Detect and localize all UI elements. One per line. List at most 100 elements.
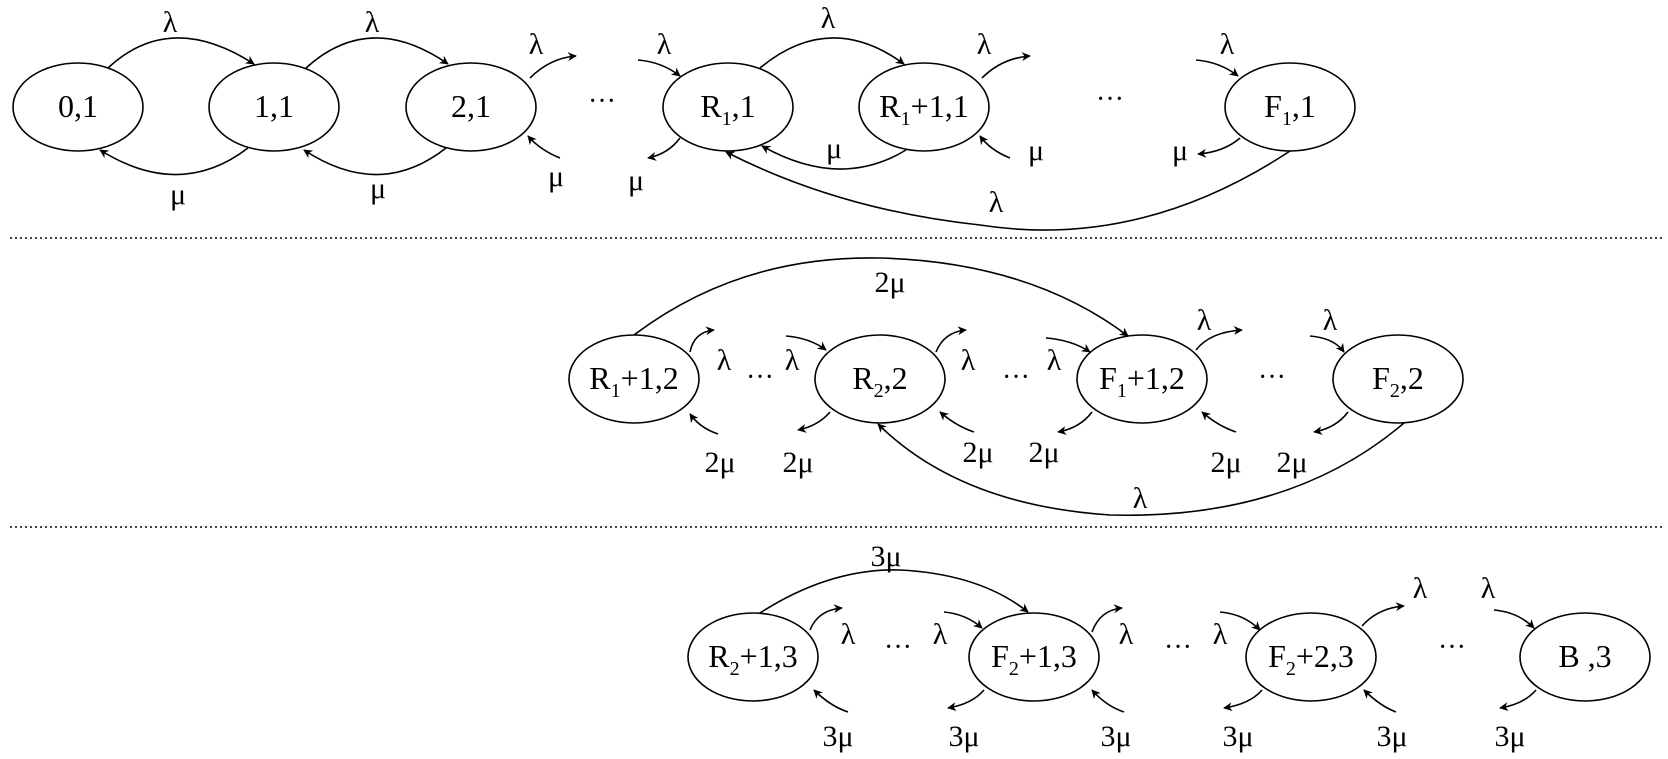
- transition-2-1-to-1-1: [303, 147, 447, 176]
- transition-r2-plus-1-3-to-f2-plus-1-3: [759, 569, 1029, 614]
- stub-in-f2-plus-1-3-lambda: [943, 611, 983, 629]
- rate-label: λ: [821, 2, 836, 35]
- stub-out-f2-plus-2-3-lambda: [1361, 602, 1405, 627]
- rate-label: 2μ: [962, 436, 993, 469]
- rate-label: λ: [365, 6, 380, 39]
- rate-label: μ: [548, 160, 564, 193]
- rate-label: 3μ: [948, 720, 979, 753]
- stub-in-r1-lambda: [637, 59, 681, 77]
- state-label: F1,1: [1264, 88, 1316, 130]
- stub-in-r2-2-mu: [939, 411, 975, 433]
- state-node-0-1[interactable]: 0,1: [12, 62, 144, 152]
- state-node-f2-plus-2-3[interactable]: F2+2,3: [1245, 612, 1377, 702]
- state-node-f2-2[interactable]: F2,2: [1332, 334, 1464, 424]
- state-node-f1-1[interactable]: F1,1: [1224, 62, 1356, 152]
- rate-label: 3μ: [1100, 720, 1131, 753]
- transition-r1-plus-1-2-to-f1-plus-1-2: [633, 257, 1129, 337]
- state-label: 0,1: [58, 88, 98, 124]
- rate-label: μ: [370, 172, 386, 205]
- stub-in-f2-plus-2-3-lambda: [1219, 611, 1261, 631]
- stub-out-2-1-lambda: [529, 52, 577, 79]
- stub-out-b-3-mu: [1499, 689, 1537, 712]
- transition-r1-plus-1-to-r1: [761, 145, 907, 170]
- rate-label: μ: [1028, 134, 1044, 167]
- stub-out-f1-mu: [1197, 137, 1241, 158]
- transition-r1-to-r1-plus-1: [759, 37, 905, 69]
- stub-out-r1-plus-1-2-lambda: [689, 326, 715, 353]
- state-node-f1-plus-1-2[interactable]: F1+1,2: [1076, 334, 1208, 424]
- state-label: R2+1,3: [708, 638, 797, 680]
- rate-label: 2μ: [874, 266, 905, 299]
- rate-label: μ: [628, 164, 644, 197]
- row-2: R1+1,2 R2,2 F1+1,2 F2,2: [568, 257, 1464, 517]
- stub-in-f2-plus-2-3-mu: [1363, 689, 1397, 713]
- rate-label: μ: [1172, 134, 1188, 167]
- rate-label: λ: [977, 28, 992, 61]
- state-label: F2,2: [1372, 360, 1424, 402]
- rate-label: 3μ: [1222, 720, 1253, 753]
- rate-label: 2μ: [704, 446, 735, 479]
- stub-out-r2-2-lambda: [935, 326, 967, 353]
- state-label: R1,1: [700, 88, 755, 130]
- state-node-b-3[interactable]: B ,3: [1519, 612, 1651, 702]
- state-node-1-1[interactable]: 1,1: [208, 62, 340, 152]
- rate-label: 3μ: [1376, 720, 1407, 753]
- state-node-2-1[interactable]: 2,1: [405, 62, 537, 152]
- state-node-r1-plus-1-1[interactable]: R1+1,1: [858, 62, 990, 152]
- state-node-r2-2[interactable]: R2,2: [814, 334, 946, 424]
- state-node-r1-1[interactable]: R1,1: [662, 62, 794, 152]
- stub-out-r2-2-mu: [797, 411, 831, 433]
- rate-label: λ: [989, 186, 1004, 219]
- stub-out-f1-plus-1-2-lambda: [1195, 326, 1243, 351]
- rate-label: λ: [1119, 618, 1134, 651]
- rate-label: λ: [961, 344, 976, 377]
- state-label: F2+2,3: [1268, 638, 1354, 680]
- rate-label: 2μ: [1028, 436, 1059, 469]
- state-label: R1+1,2: [589, 360, 678, 402]
- ellipsis: ···: [1002, 362, 1030, 393]
- stub-in-f2-2-lambda: [1309, 335, 1345, 353]
- rate-label: λ: [1047, 344, 1062, 377]
- state-label: 2,1: [451, 88, 491, 124]
- ellipsis: ···: [1438, 632, 1466, 663]
- state-node-r2-plus-1-3[interactable]: R2+1,3: [687, 612, 819, 702]
- stub-out-r1-mu: [647, 137, 681, 161]
- transition-f1-to-r1: [725, 150, 1291, 231]
- rate-label: λ: [1220, 28, 1235, 61]
- state-node-f2-plus-1-3[interactable]: F2+1,3: [968, 612, 1100, 702]
- rate-label: 2μ: [1210, 446, 1241, 479]
- transition-0-1-to-1-1: [107, 37, 255, 69]
- stub-out-f2-2-mu: [1313, 411, 1349, 435]
- rate-label: λ: [933, 618, 948, 651]
- rate-label: 2μ: [782, 446, 813, 479]
- stub-out-r1-plus-1-lambda: [981, 52, 1031, 79]
- rate-label: λ: [1213, 618, 1228, 651]
- stub-out-r2-plus-1-3-lambda: [809, 604, 843, 631]
- stub-in-r2-2-lambda: [785, 335, 827, 351]
- stub-in-f1-lambda: [1195, 59, 1239, 77]
- rate-label: λ: [1413, 572, 1428, 605]
- rate-label: λ: [1133, 482, 1148, 515]
- rate-label: λ: [163, 6, 178, 39]
- stub-in-f1-plus-1-2-lambda: [1045, 337, 1091, 353]
- ellipsis: ···: [1258, 362, 1286, 393]
- stub-out-f2-plus-1-3-mu: [947, 689, 985, 712]
- stub-out-f2-plus-1-3-lambda: [1091, 604, 1123, 633]
- ellipsis: ···: [1096, 84, 1124, 115]
- ellipsis: ···: [746, 362, 774, 393]
- state-label: R1+1,1: [879, 88, 968, 130]
- ellipsis: ···: [588, 86, 616, 117]
- rate-label: λ: [785, 344, 800, 377]
- rate-label: 3μ: [1494, 720, 1525, 753]
- rate-label: λ: [1481, 572, 1496, 605]
- stub-in-r1-plus-1-mu: [979, 135, 1011, 159]
- rate-label: μ: [170, 178, 186, 211]
- stub-in-r1-plus-1-2-mu: [689, 413, 719, 435]
- state-node-r1-plus-1-2[interactable]: R1+1,2: [568, 334, 700, 424]
- stub-in-r2-plus-1-3-mu: [813, 689, 849, 713]
- rate-label: μ: [826, 132, 842, 165]
- transition-f2-2-to-r2-2: [877, 422, 1405, 517]
- rate-label: λ: [717, 344, 732, 377]
- stub-in-2-1-mu: [527, 135, 561, 159]
